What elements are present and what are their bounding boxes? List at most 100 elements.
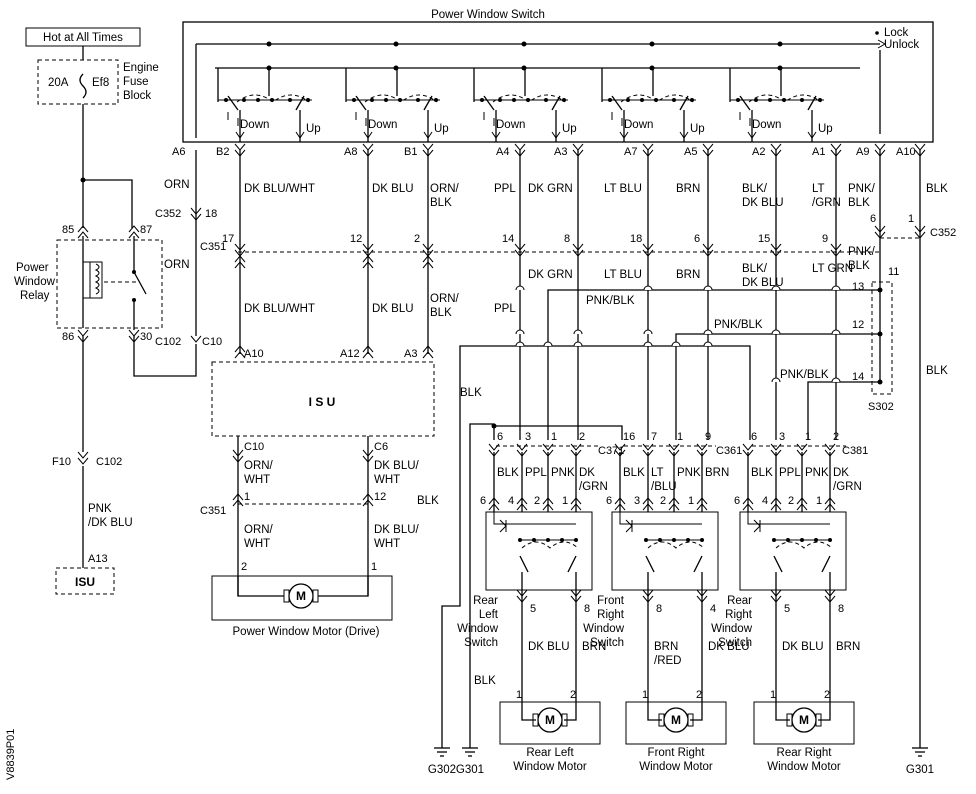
c351-lower-pin1: 1 xyxy=(244,491,250,503)
conn-pin: 1 xyxy=(677,431,683,443)
wire-blk-dkblu-lower: DK BLU xyxy=(742,277,784,289)
window-switch-name: Right xyxy=(725,609,753,621)
ground-g301-icon: G301 xyxy=(906,747,934,776)
conn-wire-color: BLK xyxy=(497,467,519,479)
motor-wire-color: BRN xyxy=(654,641,678,653)
switch-pin-a8: A8 xyxy=(344,146,357,158)
wire-dkblu-wht-1b: WHT xyxy=(374,474,400,486)
c351-pin-12: 12 xyxy=(350,233,362,245)
conn-wire-color: PNK xyxy=(805,467,829,479)
figure-code: V8839P01 xyxy=(5,729,17,780)
c351-lower: C351 xyxy=(200,505,226,517)
switch-pin-b1: B1 xyxy=(404,146,417,158)
switch-pin: 1 xyxy=(816,495,822,507)
relay-coil xyxy=(89,261,103,299)
switch-pin-a4: A4 xyxy=(496,146,509,158)
wire-orn-wht-1a: ORN/ xyxy=(244,460,274,472)
switch-out-pin: 8 xyxy=(584,603,590,615)
switch-wires xyxy=(234,150,926,748)
s302-label: S302 xyxy=(868,401,894,413)
c102-label: C102 xyxy=(155,336,181,348)
blk-label-1: BLK xyxy=(460,387,482,399)
pnk-blk-right-a: PNK/ xyxy=(848,246,876,258)
conn-wire-color: LT xyxy=(651,467,664,479)
drive-motor-pin2: 2 xyxy=(241,561,247,573)
wire-dkblu-lower: DK BLU xyxy=(372,303,414,315)
conn-wire-color: PNK xyxy=(677,467,701,479)
wire-color-a5: BRN xyxy=(676,183,700,195)
conn-pin: 6 xyxy=(751,431,757,443)
c351-pin-6: 6 xyxy=(694,233,700,245)
relay-label-1: Power xyxy=(16,262,49,274)
drive-motor-m: M xyxy=(296,589,306,603)
window-switch-name: Rear xyxy=(473,595,498,607)
conn-pin: 9 xyxy=(705,431,711,443)
window-motor-name-2: Window Motor xyxy=(639,761,713,773)
switch-pin: 6 xyxy=(606,495,612,507)
c351-pin-15: 15 xyxy=(758,233,770,245)
conn-wire-color: DK xyxy=(833,467,849,479)
conn-pin: 7 xyxy=(651,431,657,443)
up-label: Up xyxy=(690,123,705,135)
c351-pin-18: 18 xyxy=(630,233,642,245)
conn-pin: 3 xyxy=(779,431,785,443)
switch-pin: 1 xyxy=(562,495,568,507)
window-switch-name: Front xyxy=(597,595,625,607)
wire-color-a1: LT xyxy=(812,183,825,195)
window-motor-name-1: Rear Left xyxy=(526,747,574,759)
s302-pin12: 12 xyxy=(852,319,864,331)
window-motor-box xyxy=(499,701,601,745)
wire-orn-wht-1b: WHT xyxy=(244,474,270,486)
switch-pin: 1 xyxy=(688,495,694,507)
down-label: Down xyxy=(368,119,397,131)
c352-right-pin6: 6 xyxy=(870,213,876,225)
down-label: Down xyxy=(624,119,653,131)
wire-orn-blk-lower: ORN/ xyxy=(430,293,460,305)
ground-label: G301 xyxy=(456,764,484,776)
window-motor-name-1: Front Right xyxy=(648,747,706,759)
pnk-blk-1: PNK/BLK xyxy=(586,295,635,307)
motor-pin: 2 xyxy=(824,689,830,701)
switch-pin-a2: A2 xyxy=(752,146,765,158)
motor-wire-color: BRN xyxy=(582,641,606,653)
switch-pin: 6 xyxy=(480,495,486,507)
c352-right-pin1: 1 xyxy=(908,213,914,225)
wire-color-a4: PPL xyxy=(494,183,516,195)
fuse-block-label-1: Engine xyxy=(123,62,159,74)
c351-pin-14: 14 xyxy=(502,233,514,245)
wire-pnk-dkblu-a: PNK xyxy=(88,503,112,515)
fuse-block-label-2: Fuse xyxy=(123,76,149,88)
up-label: Up xyxy=(562,123,577,135)
fuse-rating: 20A xyxy=(48,77,69,89)
window-motor-name-1: Rear Right xyxy=(777,747,833,759)
conn-wire-color: BLK xyxy=(751,467,773,479)
wire-ppl-lower: PPL xyxy=(494,303,516,315)
motor-wire-color: DK BLU xyxy=(782,641,824,653)
switch-pin: 2 xyxy=(660,495,666,507)
window-switch-box xyxy=(611,511,719,591)
wire-ltblu-lower: LT BLU xyxy=(604,269,642,281)
motor-m: M xyxy=(671,713,681,727)
a13-label: A13 xyxy=(88,553,108,565)
wire-orn-wht-2a: ORN/ xyxy=(244,524,274,536)
c351-pin-17: 17 xyxy=(222,233,234,245)
s302-splice xyxy=(871,281,893,395)
down-label: Down xyxy=(496,119,525,131)
window-motor-box xyxy=(753,701,855,745)
switch-title: Power Window Switch xyxy=(431,9,545,21)
fuse-name: Ef8 xyxy=(92,77,109,89)
f10-label: F10 xyxy=(52,456,71,468)
isu-c6: C6 xyxy=(374,441,388,453)
window-switch-4: Down Up xyxy=(601,68,705,142)
wire-orn-1: ORN xyxy=(164,179,190,191)
wire-dkgrn-lower: DK GRN xyxy=(528,269,573,281)
conn-pin: 2 xyxy=(579,431,585,443)
switch-pin-a3: A3 xyxy=(554,146,567,158)
conn-wire-color: PPL xyxy=(525,467,547,479)
